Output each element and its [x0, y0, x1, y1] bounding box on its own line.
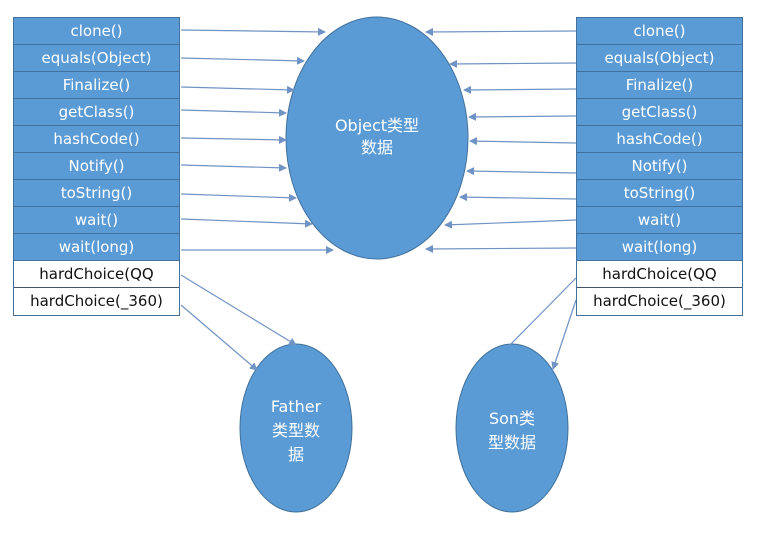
right-to-son-arrow	[551, 299, 577, 370]
father-class-box: clone() equals(Object) Finalize() getCla…	[13, 17, 180, 316]
son-label-line1: Son类	[488, 409, 536, 428]
method-row: toString()	[14, 180, 179, 207]
method-row: toString()	[577, 180, 742, 207]
method-row: clone()	[577, 18, 742, 45]
object-ellipse-label: Object类型 数据	[296, 115, 458, 159]
right-to-son-line	[507, 277, 577, 348]
method-row: Notify()	[14, 153, 179, 180]
own-method-row: hardChoice(QQ	[14, 261, 179, 288]
method-row: getClass()	[577, 99, 742, 126]
method-row: wait(long)	[577, 234, 742, 261]
son-class-box: clone() equals(Object) Finalize() getCla…	[576, 17, 743, 316]
son-ellipse-label: Son类 型数据	[462, 407, 562, 455]
own-method-row: hardChoice(_360)	[577, 288, 742, 315]
son-label-line2: 型数据	[487, 433, 536, 452]
father-label-line3: 据	[287, 445, 304, 464]
father-label-line1: Father	[270, 397, 322, 416]
method-row: Finalize()	[577, 72, 742, 99]
method-row: equals(Object)	[577, 45, 742, 72]
father-ellipse-label: Father 类型数 据	[246, 395, 346, 467]
left-to-object-arrows	[180, 27, 334, 254]
method-row: wait(long)	[14, 234, 179, 261]
own-method-row: hardChoice(QQ	[577, 261, 742, 288]
object-label-line2: 数据	[360, 138, 393, 157]
son-data-ellipse	[455, 343, 569, 513]
method-row: getClass()	[14, 99, 179, 126]
method-row: equals(Object)	[14, 45, 179, 72]
object-label-line1: Object类型	[334, 116, 420, 135]
method-row: wait()	[577, 207, 742, 234]
method-row: hashCode()	[14, 126, 179, 153]
method-row: Notify()	[577, 153, 742, 180]
method-row: clone()	[14, 18, 179, 45]
right-to-object-arrows	[425, 27, 577, 253]
left-to-father-arrows	[180, 274, 297, 371]
own-method-row: hardChoice(_360)	[14, 288, 179, 315]
method-row: Finalize()	[14, 72, 179, 99]
method-row: hashCode()	[577, 126, 742, 153]
method-row: wait()	[14, 207, 179, 234]
father-label-line2: 类型数	[271, 421, 320, 440]
